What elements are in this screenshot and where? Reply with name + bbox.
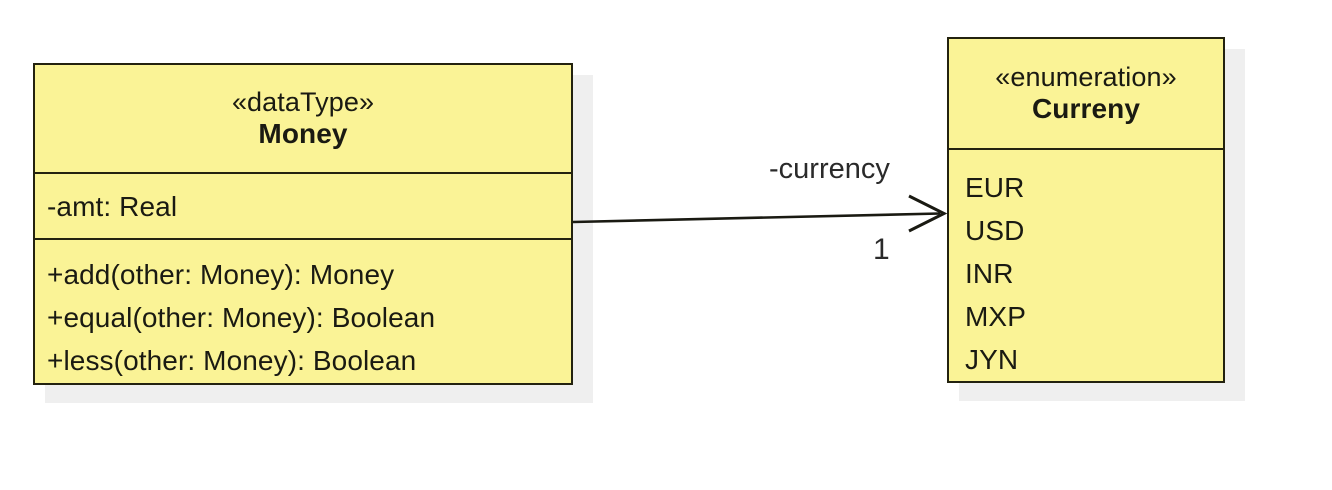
operation-item: +equal(other: Money): Boolean (47, 302, 436, 333)
attribute-item: -amt: Real (47, 190, 178, 222)
curreny-enum-box[interactable]: «enumeration» Curreny EUR USD INR MXP JY… (947, 37, 1225, 383)
money-class-box[interactable]: «dataType» Money -amt: Real +add(other: … (33, 63, 573, 385)
association-line (572, 212, 941, 224)
curreny-stereotype: «enumeration» (995, 62, 1177, 93)
money-stereotype: «dataType» (231, 87, 375, 118)
money-attribute-list: -amt: Real (47, 185, 177, 228)
literal-item: INR (965, 258, 1014, 289)
literal-item: JYN (965, 344, 1019, 375)
money-class-name: Money (258, 117, 348, 149)
literal-item: MXP (965, 301, 1026, 332)
association-multiplicity-label: 1 (873, 233, 890, 266)
money-operation-list: +add(other: Money): Money +equal(other: … (47, 253, 571, 382)
curreny-header-compartment: «enumeration» Curreny (949, 39, 1223, 148)
association-role-label: -currency (769, 153, 890, 185)
curreny-literals-compartment: EUR USD INR MXP JYN (949, 148, 1223, 381)
curreny-class-name: Curreny (1031, 92, 1141, 124)
literal-item: USD (965, 215, 1025, 246)
money-header-compartment: «dataType» Money (35, 65, 571, 172)
money-operations-compartment: +add(other: Money): Money +equal(other: … (35, 238, 571, 383)
money-attributes-compartment: -amt: Real (35, 172, 571, 238)
literal-item: EUR (965, 172, 1025, 203)
operation-item: +less(other: Money): Boolean (47, 345, 417, 376)
curreny-literal-list: EUR USD INR MXP JYN (965, 166, 1223, 381)
association-arrowhead-icon (908, 194, 948, 233)
operation-item: +add(other: Money): Money (47, 259, 395, 290)
